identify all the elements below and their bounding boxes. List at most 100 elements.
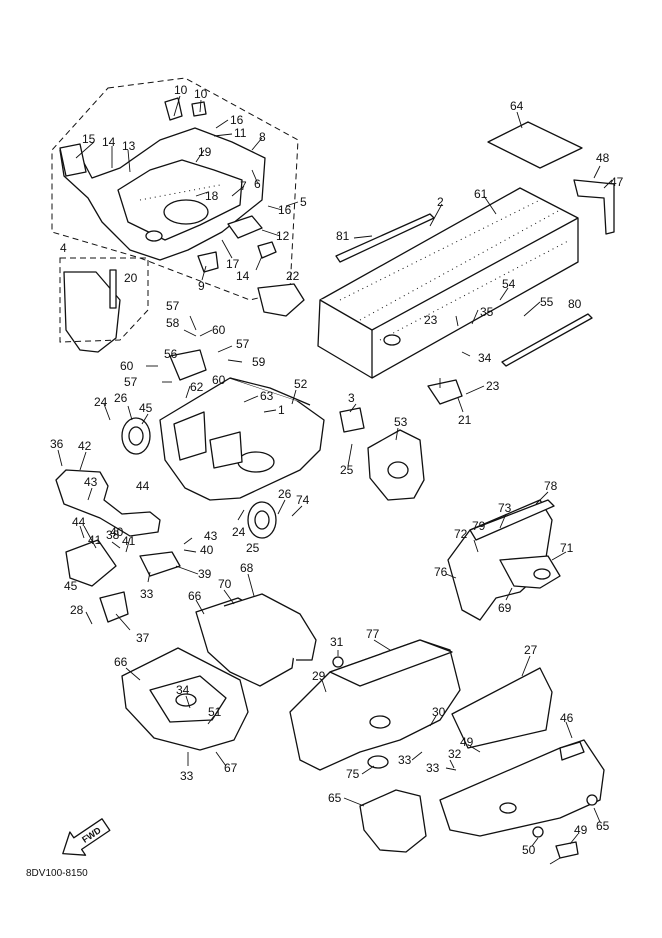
callout: 4	[60, 241, 67, 255]
part-38	[139, 551, 181, 577]
callout: 65	[328, 791, 342, 805]
callout: 34	[176, 683, 190, 697]
callout: 3	[348, 391, 355, 405]
callout: 62	[190, 380, 204, 394]
callout: 19	[198, 145, 212, 159]
bracket-56	[169, 349, 207, 381]
callout: 61	[474, 187, 488, 201]
pan-30	[439, 739, 605, 837]
callout: 37	[136, 631, 150, 645]
grommet-65a	[586, 794, 598, 806]
callout: 40	[200, 543, 214, 557]
callout: 49	[460, 735, 474, 749]
callout: 31	[330, 635, 344, 649]
callout: 55	[540, 295, 554, 309]
callout: 50	[522, 843, 536, 857]
grommet-65b	[532, 826, 544, 838]
fwd-arrow-icon: FWD	[62, 818, 111, 856]
callout: 57	[236, 337, 250, 351]
callout: 48	[596, 151, 610, 165]
callout: 60	[212, 373, 226, 387]
part-75	[359, 789, 427, 853]
callout: 74	[296, 493, 310, 507]
callout: 67	[224, 761, 238, 775]
callout: 22	[286, 269, 300, 283]
callout: 20	[124, 271, 138, 285]
bracket-47	[573, 179, 615, 235]
callout: 70	[218, 577, 232, 591]
callout: 7	[240, 179, 247, 193]
callout: 14	[102, 135, 116, 149]
callout: 23	[486, 379, 500, 393]
callout: 27	[524, 643, 538, 657]
callout: 2	[437, 195, 444, 209]
callout: 1	[278, 403, 285, 417]
callout: 17	[226, 257, 240, 271]
callout: 16	[278, 203, 292, 217]
callout: 30	[432, 705, 446, 719]
callout: 24	[232, 525, 246, 539]
callout: 40	[110, 525, 124, 539]
callout: 76	[434, 565, 448, 579]
drawing-code: 8DV100-8150	[26, 868, 88, 879]
callout: 24	[94, 395, 108, 409]
callout: 26	[278, 487, 292, 501]
callout: 13	[122, 139, 136, 153]
callout: 33	[180, 769, 194, 783]
callout: 25	[340, 463, 354, 477]
callout: 10	[194, 87, 208, 101]
callout: 33	[398, 753, 412, 767]
panel-group-71-79	[447, 499, 561, 621]
panel-77	[451, 667, 553, 749]
callout: 79	[472, 519, 486, 533]
callout: 41	[122, 534, 136, 548]
callout: 10	[174, 83, 188, 97]
callout: 45	[64, 579, 78, 593]
bar-36	[55, 469, 161, 537]
callout: 43	[84, 475, 98, 489]
callout: 38	[106, 528, 120, 542]
pan-27	[121, 647, 249, 751]
callout: 57	[166, 299, 180, 313]
upper-frame-assembly	[51, 77, 299, 301]
callout: 60	[212, 323, 226, 337]
callout: 33	[426, 761, 440, 775]
callout: 59	[252, 355, 266, 369]
callout: 72	[454, 527, 468, 541]
callout: 16	[230, 113, 244, 127]
callout: 43	[204, 529, 218, 543]
callout: 71	[560, 541, 574, 555]
callout: 63	[260, 389, 274, 403]
callout: 81	[336, 229, 350, 243]
callout: 66	[114, 655, 128, 669]
callout-labels: 10 10 16 11 15 14 13 19 8 6 18 7 16 5 12…	[50, 83, 624, 857]
callout: 53	[394, 415, 408, 429]
callout: 56	[164, 347, 178, 361]
callout: 8	[259, 130, 266, 144]
part-28	[99, 591, 129, 623]
callout: 44	[136, 479, 150, 493]
callout: 52	[294, 377, 308, 391]
callout: 9	[198, 279, 205, 293]
callout: 32	[448, 747, 462, 761]
frame-1	[159, 377, 325, 501]
callout: 45	[139, 401, 153, 415]
leader-lines	[57, 95, 613, 865]
pan-31	[289, 639, 461, 771]
callout: 14	[236, 269, 250, 283]
callout: 57	[124, 375, 138, 389]
callout: 46	[560, 711, 574, 725]
bracket-21	[427, 379, 463, 405]
callout: 18	[205, 189, 219, 203]
callout: 29	[312, 669, 326, 683]
callout: 65	[596, 819, 610, 833]
callout: 15	[82, 132, 96, 146]
panel-group-68-70	[195, 593, 317, 687]
callout: 11	[234, 126, 247, 140]
callout: 51	[208, 705, 222, 719]
callout: 21	[458, 413, 472, 427]
callout: 5	[300, 195, 307, 209]
callout: 75	[346, 767, 360, 781]
part-22	[257, 283, 305, 317]
